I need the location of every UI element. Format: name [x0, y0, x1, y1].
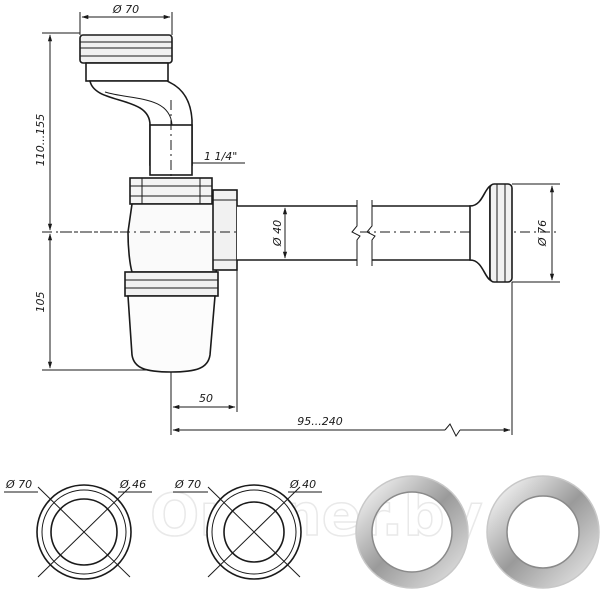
outlet-pipe: Ø 40 Ø 76 — [60, 183, 560, 283]
offset-label: 50 — [199, 392, 213, 405]
ring-70-46: Ø 70 Ø 46 — [4, 478, 152, 580]
ring1-outer-label: Ø 70 — [5, 478, 32, 491]
ring-70-40: Ø 70 Ø 40 — [173, 478, 322, 580]
top-diameter-label: Ø 70 — [112, 3, 139, 16]
pipe-length-label: 95...240 — [297, 415, 342, 428]
ring2-inner-label: Ø 40 — [289, 478, 316, 491]
gasket-photo-2 — [486, 475, 600, 589]
bottom-dimensions: 50 95...240 — [170, 270, 513, 437]
inlet-height-label: 110...155 — [34, 114, 47, 166]
pipe-diameter-label: Ø 40 — [271, 220, 284, 247]
ring2-outer-label: Ø 70 — [174, 478, 201, 491]
thread-label: 1 1/4" — [204, 150, 237, 163]
siphon-body: 1 1/4" — [79, 34, 245, 400]
ring1-inner-label: Ø 46 — [119, 478, 146, 491]
gasket-photo-1 — [355, 475, 469, 589]
top-diameter-dimension: Ø 70 — [79, 3, 173, 35]
bowl-height-label: 105 — [34, 292, 47, 313]
outlet-diameter-label: Ø 76 — [536, 220, 549, 247]
